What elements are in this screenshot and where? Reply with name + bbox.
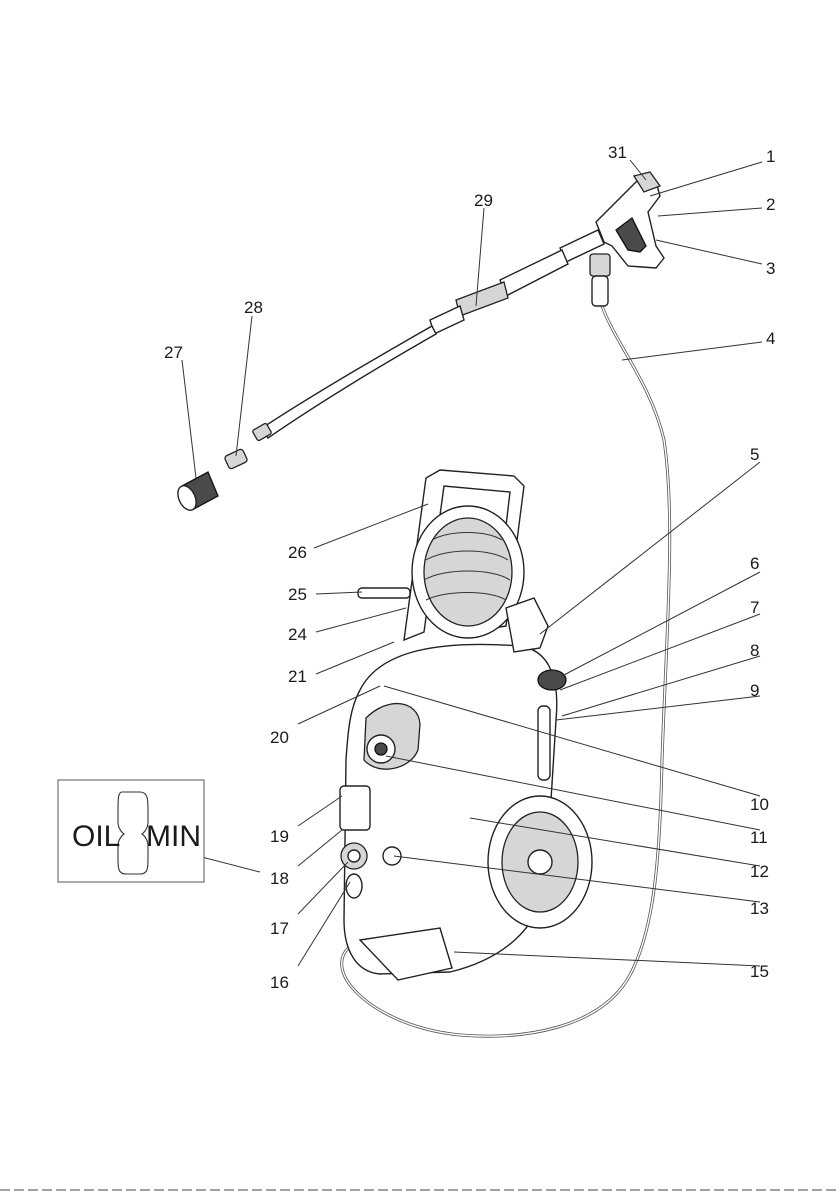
oil-level-inset: OIL MIN bbox=[58, 780, 204, 882]
callout-2: 2 bbox=[766, 195, 775, 214]
washer-body bbox=[340, 470, 592, 980]
callout-24: 24 bbox=[288, 625, 307, 644]
callout-15: 15 bbox=[750, 962, 769, 981]
callout-28: 28 bbox=[244, 298, 263, 317]
callout-27: 27 bbox=[164, 343, 183, 362]
callout-19: 19 bbox=[270, 827, 289, 846]
callout-7: 7 bbox=[750, 598, 759, 617]
callout-25: 25 bbox=[288, 585, 307, 604]
oil-sight-glass-icon bbox=[118, 792, 148, 874]
callout-4: 4 bbox=[766, 329, 775, 348]
callout-5: 5 bbox=[750, 445, 759, 464]
callout-8: 8 bbox=[750, 641, 759, 660]
callout-18: 18 bbox=[270, 869, 289, 888]
spray-lance bbox=[252, 230, 604, 441]
inset-oil-label: OIL bbox=[72, 820, 120, 853]
callout-21: 21 bbox=[288, 667, 307, 686]
nozzle-parts bbox=[174, 448, 248, 513]
callout-31: 31 bbox=[608, 143, 627, 162]
callout-29: 29 bbox=[474, 191, 493, 210]
callout-26: 26 bbox=[288, 543, 307, 562]
callout-6: 6 bbox=[750, 554, 759, 573]
callout-16: 16 bbox=[270, 973, 289, 992]
callout-11: 11 bbox=[750, 828, 768, 847]
inset-min-label: MIN bbox=[146, 820, 201, 853]
callout-17: 17 bbox=[270, 919, 289, 938]
callout-13: 13 bbox=[750, 899, 769, 918]
callout-3: 3 bbox=[766, 259, 775, 278]
callout-1: 1 bbox=[766, 147, 775, 166]
callout-9: 9 bbox=[750, 681, 759, 700]
callout-12: 12 bbox=[750, 862, 769, 881]
callout-20: 20 bbox=[270, 728, 289, 747]
callout-10: 10 bbox=[750, 795, 769, 814]
